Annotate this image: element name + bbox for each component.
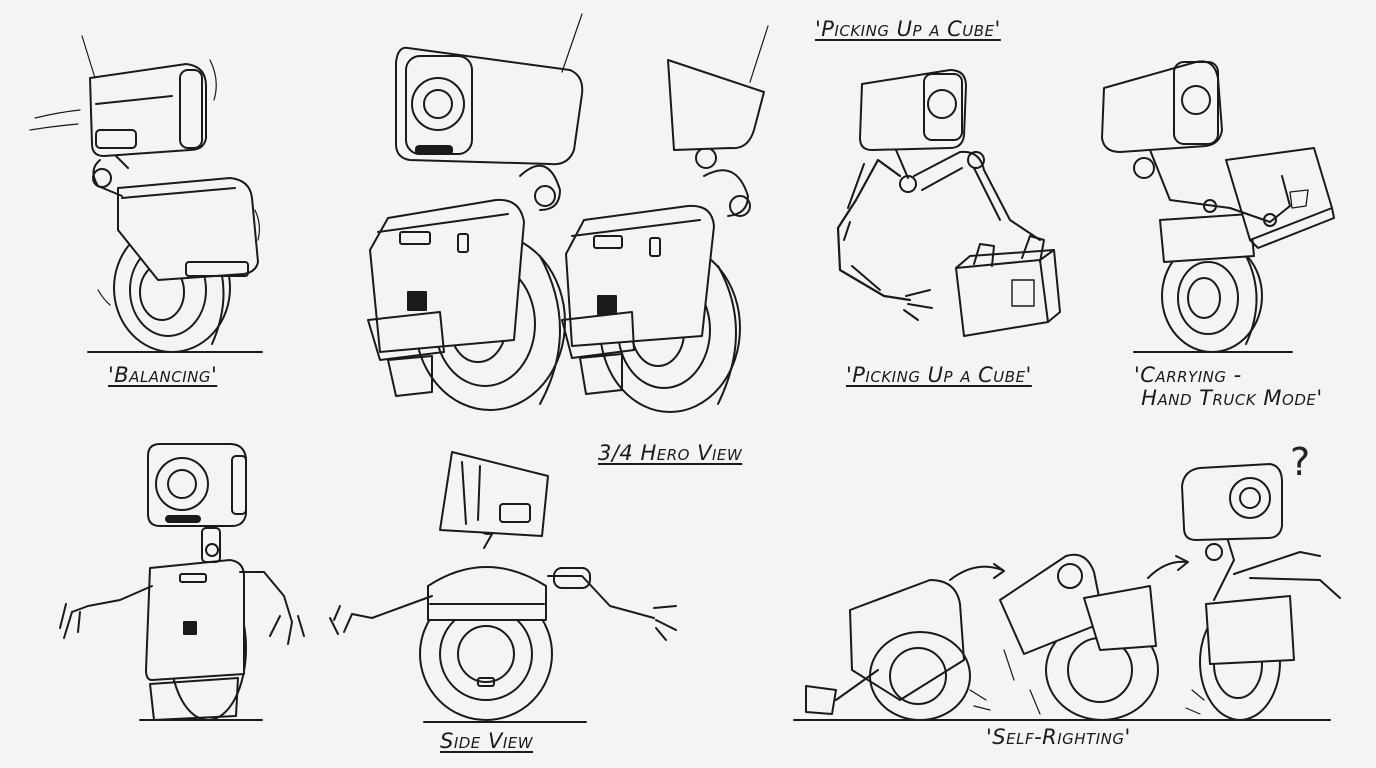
caption-picking-header: 'Picking Up a Cube' (815, 17, 1001, 41)
caption-carrying: 'Carrying - Hand Truck Mode' (1134, 363, 1323, 411)
robot-front-view (59, 443, 305, 721)
question-mark: ? (1290, 440, 1311, 484)
caption-balancing: 'Balancing' (108, 363, 218, 387)
robot-picking-cube (836, 69, 1061, 337)
robot-self-righting (793, 463, 1341, 721)
robot-carrying (1101, 60, 1335, 353)
robot-side-view (329, 451, 677, 723)
robot-hero-left (367, 13, 584, 411)
robot-hero-right (561, 25, 769, 413)
robot-balancing (29, 35, 263, 353)
caption-picking-cube: 'Picking Up a Cube' (846, 363, 1032, 387)
caption-self-righting: 'Self-Righting' (986, 725, 1131, 749)
caption-side-view: Side View (440, 729, 534, 753)
caption-hero-view: 3/4 Hero View (598, 441, 743, 465)
